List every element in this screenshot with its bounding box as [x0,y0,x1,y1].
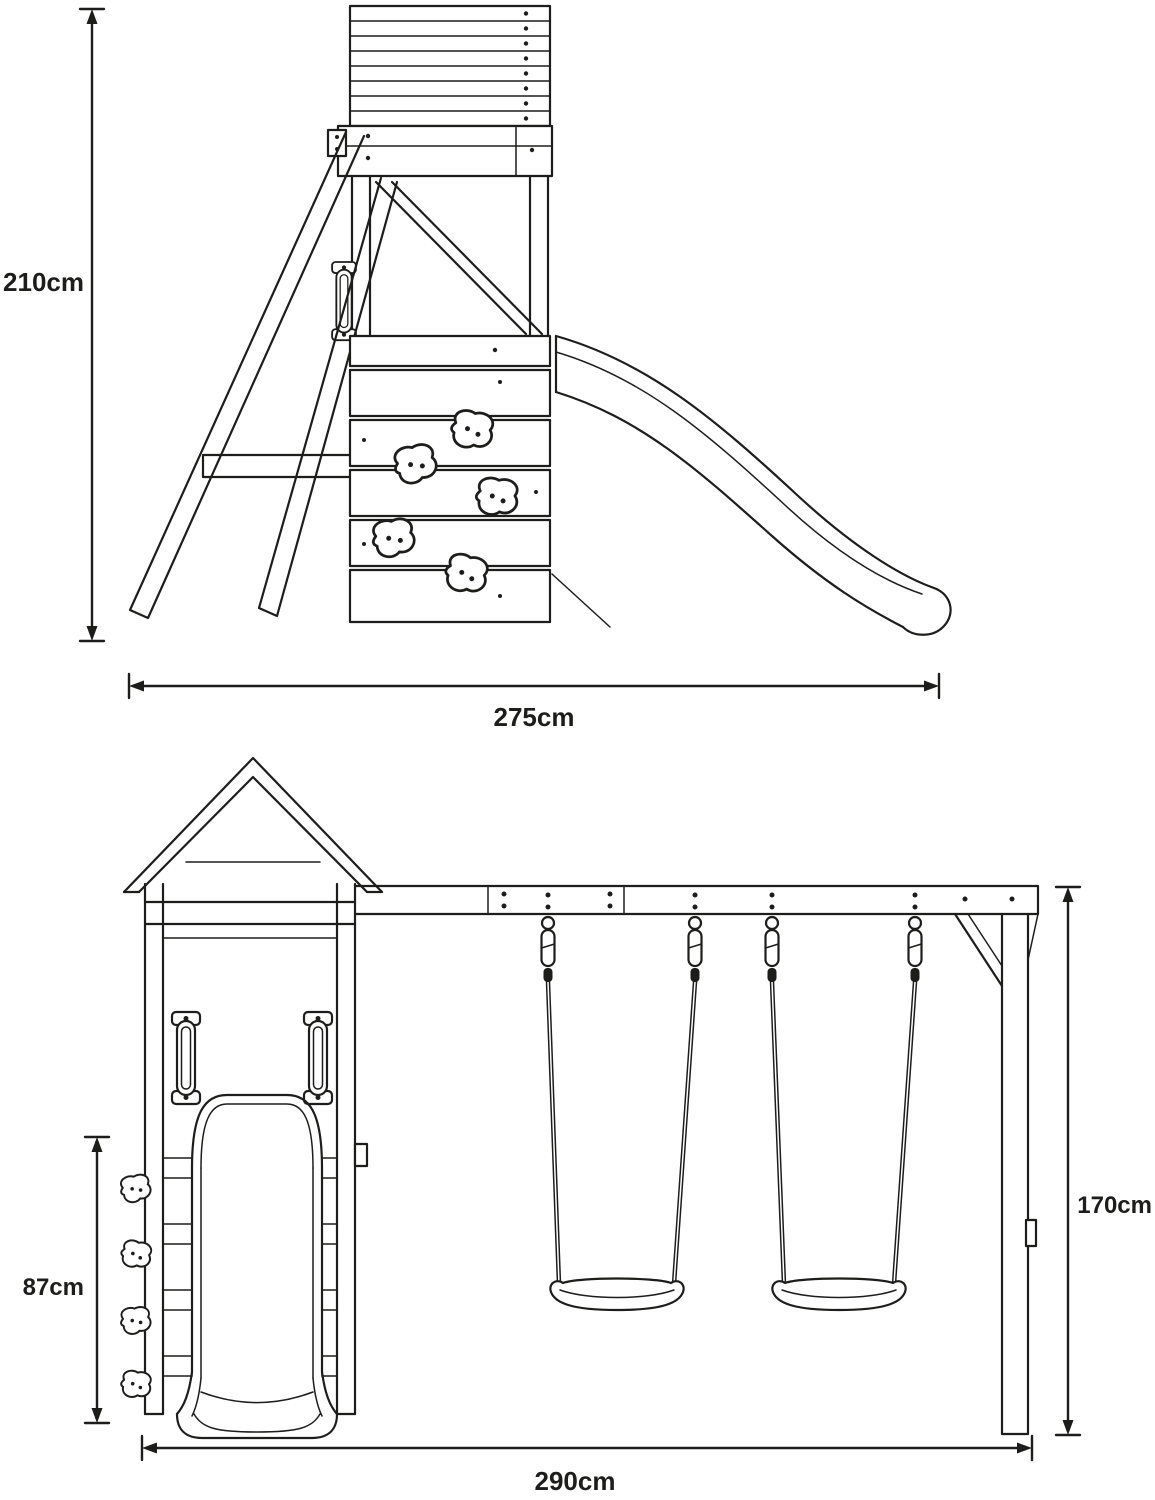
tower-top-rail [326,124,554,178]
platform-deck [348,334,552,368]
slide-front-view [175,1093,339,1440]
swing-hanger-icon [540,891,556,984]
tower-posts-side [350,174,550,338]
climbing-hold-icon [117,1172,154,1205]
grab-handle-icon [302,1010,334,1106]
swings [540,891,923,1312]
climbing-hold-icon [473,475,521,519]
swing-hanger-icon [687,891,703,984]
dimension-height-210: 210cm [3,7,106,643]
front-width-label: 290cm [535,1466,616,1496]
dimension-width-290: 290cm [140,1434,1034,1496]
dimension-height-170: 170cm [1054,885,1152,1437]
front-view-drawing: 87cm 170cm 290cm [23,756,1152,1496]
ladder-legs [128,130,399,620]
climbing-hold-icon [118,1304,153,1337]
tower-top-slat-panel [348,4,552,128]
grab-handle-icon [170,1010,202,1106]
swing-seat [549,1277,685,1312]
side-height-label: 210cm [3,267,84,297]
front-frame-height-label: 170cm [1077,1192,1152,1219]
swing-ropes [545,981,918,1285]
climbing-holds-left [117,1172,155,1401]
swing-hanger-icon [764,891,780,984]
swing-beam-frame [353,884,1040,1436]
slide-side-profile [551,334,952,636]
grab-handle-icon [331,261,357,342]
tower-roof [122,756,384,894]
climbing-hold-icon [117,1237,155,1272]
tower-front-frame [143,882,369,1416]
side-width-label: 275cm [494,702,575,732]
dimension-height-87: 87cm [23,1135,111,1425]
swing-hanger-icon [907,891,923,984]
climbing-wall [348,368,552,624]
climbing-hold-icon [118,1368,154,1401]
swing-seat [771,1277,907,1312]
side-view-drawing: 210cm 275cm [3,4,952,732]
dimension-width-275: 275cm [127,672,941,732]
front-wall-height-label: 87cm [23,1274,84,1301]
